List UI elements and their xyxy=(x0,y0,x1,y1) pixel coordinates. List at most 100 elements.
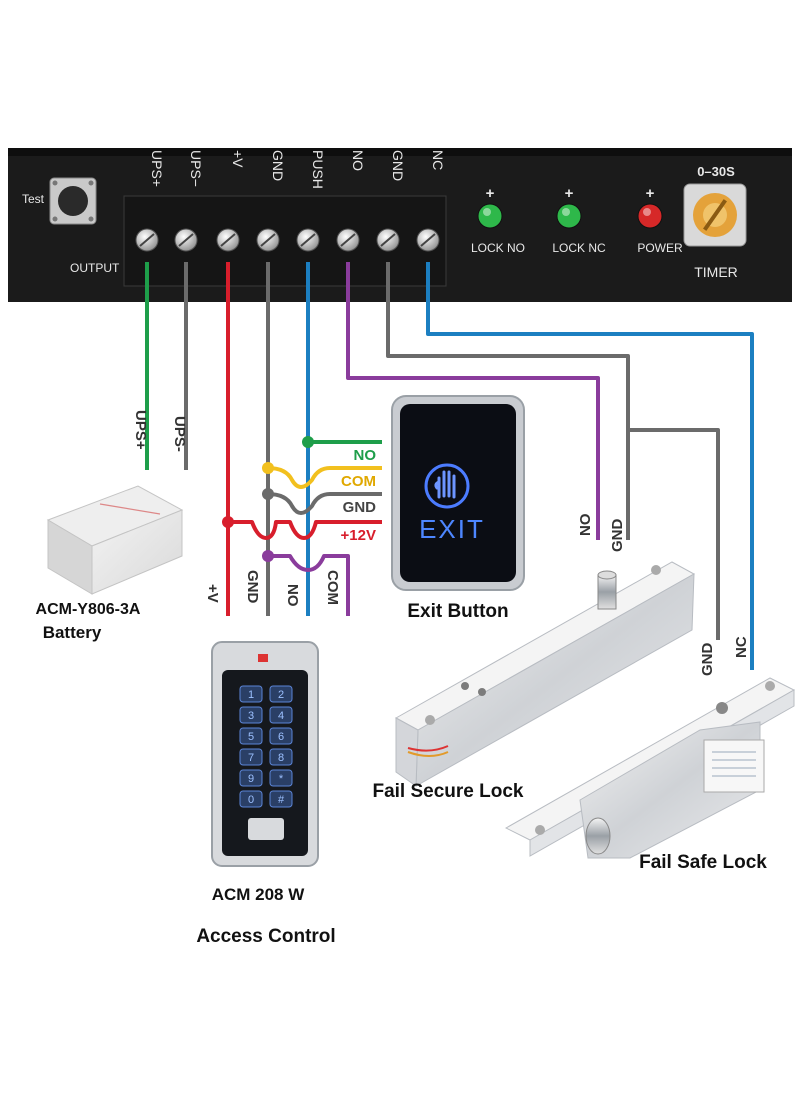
label-keypad-v: +V xyxy=(204,584,221,603)
screw-slot xyxy=(300,233,316,247)
wire-no-fail-secure xyxy=(346,262,600,540)
keypad-key-label: * xyxy=(279,773,284,785)
junction-no xyxy=(302,436,314,448)
led-highlight xyxy=(483,208,491,216)
fail-safe-caption: Fail Safe Lock xyxy=(639,852,767,873)
label-exit-gnd: GND xyxy=(343,499,377,516)
terminal-label: GND xyxy=(390,150,406,181)
wire-keypad-com xyxy=(268,554,350,616)
fail-secure-lock xyxy=(394,561,696,787)
wire-labels: UPS+ UPS- NO COM GND +12V +V GND NO COM … xyxy=(132,410,750,676)
terminal-label: UPS− xyxy=(188,150,204,187)
keypad-key[interactable] xyxy=(239,685,263,703)
exit-button-device: EXIT xyxy=(391,395,525,591)
keypad-key-label: 2 xyxy=(278,689,284,701)
screw-slot xyxy=(139,233,155,247)
terminal-label: NO xyxy=(350,150,366,171)
keypad-caption: Access Control xyxy=(196,926,335,947)
timer-label: TIMER xyxy=(694,264,738,280)
keypad-key-label: 6 xyxy=(278,731,284,743)
test-label: Test xyxy=(22,192,45,206)
status-leds: + LOCK NO + LOCK NC + POWER xyxy=(471,185,683,255)
label-exit-12v: +12V xyxy=(341,527,376,544)
wires xyxy=(145,262,754,670)
screw-slot xyxy=(420,233,436,247)
wire-gnd-fail-secure xyxy=(386,262,630,540)
wire-exit-gnd xyxy=(267,492,382,515)
screw-slot xyxy=(380,233,396,247)
keypad-key-label: 7 xyxy=(248,752,254,764)
led-label: POWER xyxy=(637,241,683,255)
status-led xyxy=(477,203,503,229)
keypad-key[interactable] xyxy=(269,790,293,808)
wire-exit-com xyxy=(267,466,382,489)
label-keypad-no: NO xyxy=(284,584,301,607)
keypad-key-label: 5 xyxy=(248,731,254,743)
timer-range-label: 0–30S xyxy=(697,164,735,179)
label-keypad-gnd: GND xyxy=(244,570,261,604)
keypad-key[interactable] xyxy=(239,706,263,724)
keypad-status-led xyxy=(258,654,268,662)
led-label: LOCK NO xyxy=(471,241,525,255)
label-exit-com: COM xyxy=(341,473,376,490)
led-highlight xyxy=(562,208,570,216)
led-highlight xyxy=(643,208,651,216)
keypad-key[interactable] xyxy=(269,727,293,745)
wire-exit-12v xyxy=(228,520,382,540)
keypad-key-label: # xyxy=(278,794,285,806)
led-plus-sign: + xyxy=(486,185,495,202)
label-fail-safe-gnd: GND xyxy=(699,643,716,677)
label-fail-safe-nc: NC xyxy=(733,636,750,658)
battery-name: Battery xyxy=(43,623,102,642)
output-label: OUTPUT xyxy=(70,261,120,275)
label-ups-minus: UPS- xyxy=(171,416,188,452)
keypad-key[interactable] xyxy=(269,706,293,724)
label-keypad-com: COM xyxy=(324,570,341,605)
status-led xyxy=(556,203,582,229)
terminal-label: NC xyxy=(430,150,446,170)
terminal-screws xyxy=(135,228,440,252)
label-fail-secure-gnd: GND xyxy=(609,519,626,553)
keypad-key-label: 8 xyxy=(278,752,284,764)
label-exit-no: NO xyxy=(354,447,377,464)
screw-slot xyxy=(220,233,236,247)
keypad-key[interactable] xyxy=(269,685,293,703)
keypad-key-label: 1 xyxy=(248,689,254,701)
keypad-key[interactable] xyxy=(239,727,263,745)
led-label: LOCK NC xyxy=(552,241,606,255)
wire-junctions xyxy=(222,436,314,562)
battery-box xyxy=(46,485,184,595)
keypad-key-label: 4 xyxy=(278,710,284,722)
junction-keypad-com xyxy=(262,550,274,562)
keypad-key[interactable] xyxy=(269,748,293,766)
junction-gnd xyxy=(262,488,274,500)
wire-gnd-fail-safe xyxy=(628,428,720,640)
label-ups-plus: UPS+ xyxy=(132,410,149,450)
junction-com xyxy=(262,462,274,474)
led-plus-sign: + xyxy=(646,185,655,202)
exit-button-caption: Exit Button xyxy=(407,601,508,622)
timer-potentiometer[interactable] xyxy=(683,183,747,247)
keypad-card-reader xyxy=(248,818,284,840)
terminal-label: UPS+ xyxy=(149,150,165,187)
status-led xyxy=(637,203,663,229)
screw-slot xyxy=(178,233,194,247)
keypad-key[interactable] xyxy=(239,769,263,787)
led-plus-sign: + xyxy=(565,185,574,202)
keypad-key-label: 9 xyxy=(248,773,254,785)
keypad-key[interactable] xyxy=(269,769,293,787)
battery-model: ACM-Y806-3A xyxy=(36,601,141,618)
fail-secure-caption: Fail Secure Lock xyxy=(372,781,523,802)
terminal-label: GND xyxy=(270,150,286,181)
exit-text: EXIT xyxy=(419,514,485,544)
terminal-label: +V xyxy=(230,150,246,168)
wire-nc-fail-safe xyxy=(426,262,754,670)
keypad-model: ACM 208 W xyxy=(212,885,306,904)
test-button[interactable] xyxy=(49,177,97,225)
keypad-key[interactable] xyxy=(239,790,263,808)
keypad-key[interactable] xyxy=(239,748,263,766)
